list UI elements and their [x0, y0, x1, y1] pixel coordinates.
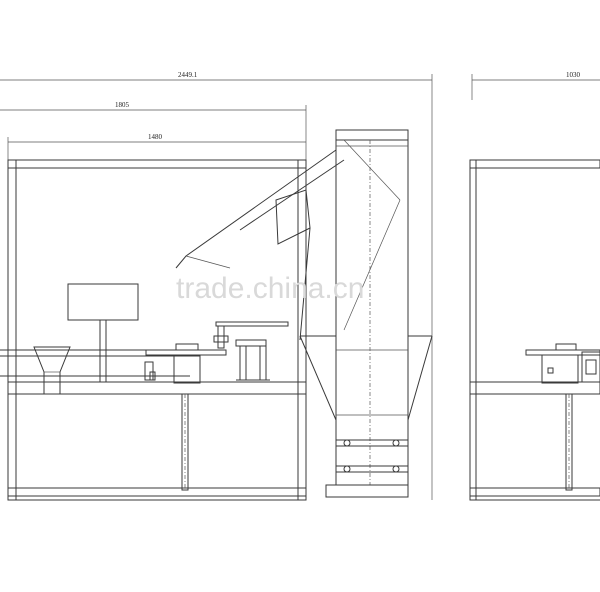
dimension-frame: 1805 [0, 101, 307, 160]
dimension-side-label: 1030 [566, 71, 581, 79]
bucket-elevator [325, 129, 409, 498]
hopper-funnel [33, 346, 71, 395]
main-frame [7, 159, 307, 501]
dimension-overall-label: 2449.1 [178, 71, 198, 79]
actuator-assembly [213, 321, 289, 381]
watermark-text: trade.china.cn [176, 272, 364, 305]
discharge-chute [175, 149, 345, 341]
dimension-side: 1030 [471, 71, 600, 100]
side-view-table [525, 343, 600, 384]
elevator-hopper-cone [299, 335, 433, 421]
dimension-overall: 2449.1 [0, 71, 433, 500]
side-view-frame [469, 159, 600, 501]
filling-table [144, 343, 227, 384]
top-storage-box [67, 283, 139, 383]
dimension-inner: 1480 [7, 133, 306, 160]
dimension-frame-label: 1805 [115, 101, 130, 109]
dimension-inner-label: 1480 [148, 133, 163, 141]
